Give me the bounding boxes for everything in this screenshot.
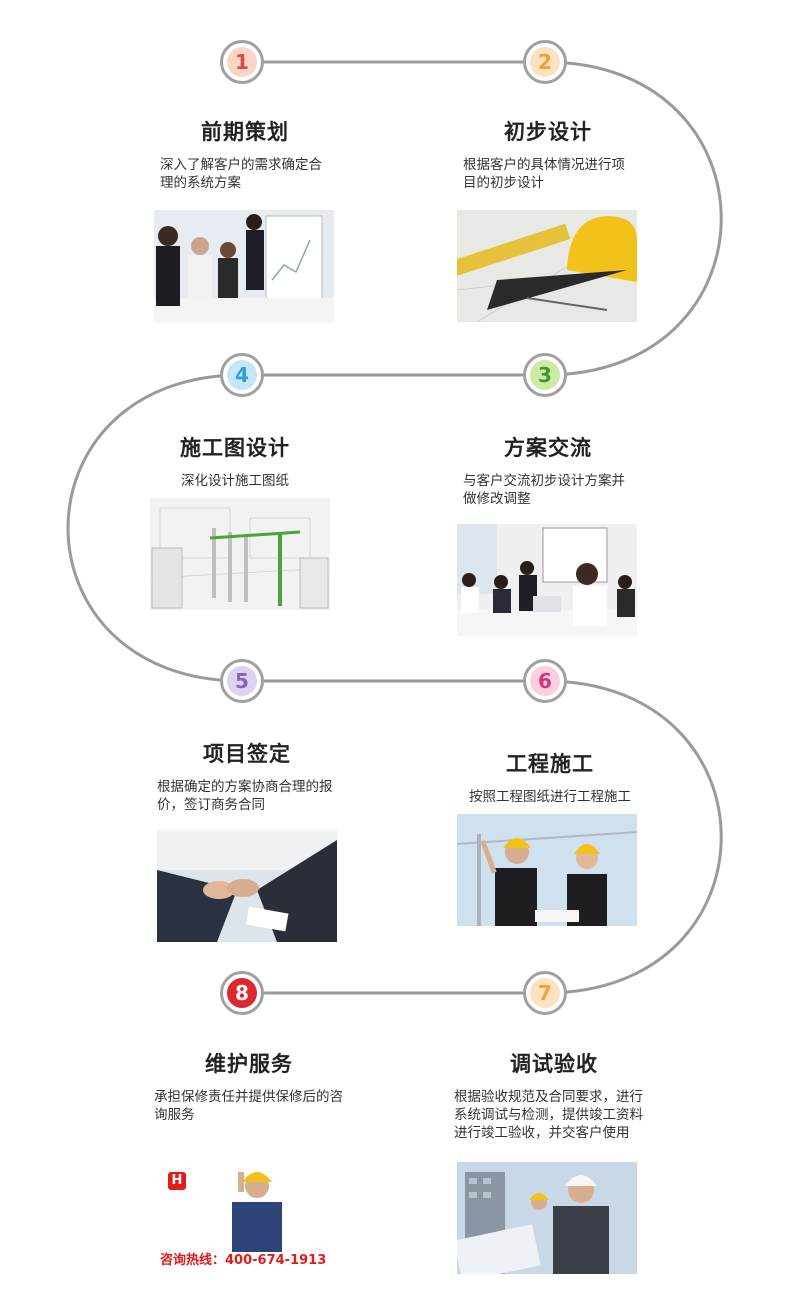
step-8-title: 维护服务 xyxy=(205,1052,293,1076)
step-4-title: 施工图设计 xyxy=(180,436,290,460)
step-2-number: 2 xyxy=(530,47,560,77)
step-2-desc: 根据客户的具体情况进行项目的初步设计 xyxy=(463,157,625,191)
step-7-desc: 根据验收规范及合同要求，进行系统调试与检测，提供竣工资料进行竣工验收，并交客户使… xyxy=(454,1089,643,1141)
step-8-photo-hotline: H 咨询热线：400-674-1913 xyxy=(154,1162,334,1274)
step-2-title: 初步设计 xyxy=(504,120,592,144)
step-8-badge: 8 xyxy=(220,971,264,1015)
step-2: 初步设计 根据客户的具体情况进行项目的初步设计 xyxy=(463,116,633,192)
step-1-title: 前期策划 xyxy=(201,120,289,144)
step-5-number: 5 xyxy=(227,666,257,696)
step-7-badge: 7 xyxy=(523,971,567,1015)
step-1-photo-meeting xyxy=(154,210,334,322)
step-4-photo-blueprint xyxy=(150,498,330,610)
step-8-number: 8 xyxy=(227,978,257,1008)
step-8: 维护服务 承担保修责任并提供保修后的咨询服务 xyxy=(154,1048,344,1124)
step-4-badge: 4 xyxy=(220,353,264,397)
step-4-number: 4 xyxy=(227,360,257,390)
step-1-badge: 1 xyxy=(220,40,264,84)
step-3: 方案交流 与客户交流初步设计方案并做修改调整 xyxy=(463,432,633,508)
step-3-badge: 3 xyxy=(523,353,567,397)
step-6-badge: 6 xyxy=(523,659,567,703)
step-5-title: 项目签定 xyxy=(203,742,291,766)
step-1-desc: 深入了解客户的需求确定合理的系统方案 xyxy=(160,157,322,191)
step-5: 项目签定 根据确定的方案协商合理的报价，签订商务合同 xyxy=(157,738,337,814)
step-6: 工程施工 按照工程图纸进行工程施工 xyxy=(445,748,655,806)
step-2-photo-tools xyxy=(457,210,637,322)
step-6-desc: 按照工程图纸进行工程施工 xyxy=(469,789,631,805)
step-5-badge: 5 xyxy=(220,659,264,703)
step-6-photo-workers xyxy=(457,814,637,926)
step-1: 前期策划 深入了解客户的需求确定合理的系统方案 xyxy=(160,116,330,192)
brand-logo-icon: H xyxy=(168,1172,186,1190)
step-7-number: 7 xyxy=(530,978,560,1008)
step-6-number: 6 xyxy=(530,666,560,696)
step-5-photo-handshake xyxy=(157,830,337,942)
step-4: 施工图设计 深化设计施工图纸 xyxy=(150,432,320,490)
step-2-badge: 2 xyxy=(523,40,567,84)
step-3-desc: 与客户交流初步设计方案并做修改调整 xyxy=(463,473,625,507)
step-5-desc: 根据确定的方案协商合理的报价，签订商务合同 xyxy=(157,779,333,813)
step-7-photo-inspection xyxy=(457,1162,637,1274)
step-3-photo-presentation xyxy=(457,524,637,636)
step-3-number: 3 xyxy=(530,360,560,390)
step-7-title: 调试验收 xyxy=(510,1052,598,1076)
step-8-desc: 承担保修责任并提供保修后的咨询服务 xyxy=(154,1089,343,1123)
step-6-title: 工程施工 xyxy=(506,752,594,776)
hotline-text: 咨询热线：400-674-1913 xyxy=(160,1253,327,1268)
step-3-title: 方案交流 xyxy=(504,436,592,460)
step-4-desc: 深化设计施工图纸 xyxy=(181,473,289,489)
step-7: 调试验收 根据验收规范及合同要求，进行系统调试与检测，提供竣工资料进行竣工验收，… xyxy=(454,1048,654,1142)
step-1-number: 1 xyxy=(227,47,257,77)
